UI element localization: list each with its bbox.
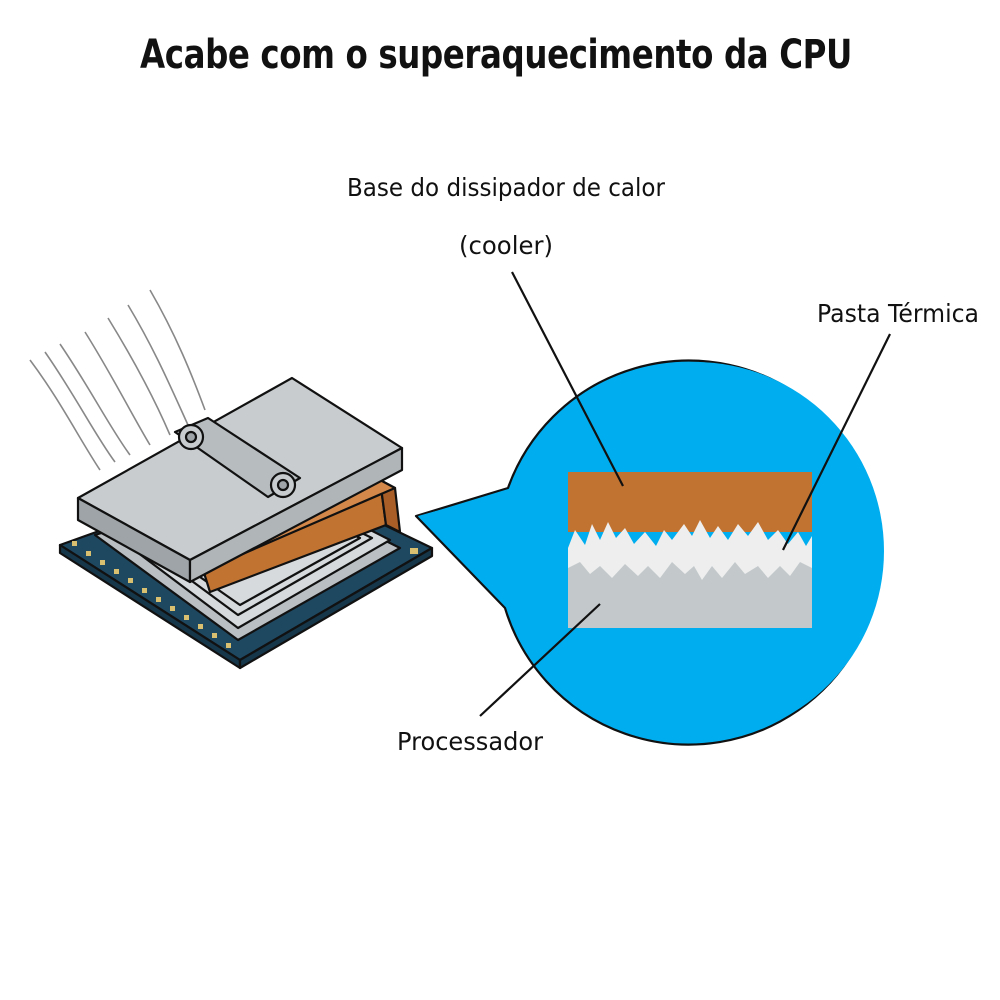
thermal-paste-layer xyxy=(568,520,812,580)
cpu-cooler-illustration xyxy=(29,289,434,670)
page-title: Acabe com o superaquecimento da CPU xyxy=(140,32,852,78)
cross-section xyxy=(568,472,812,628)
heatsink-plate xyxy=(76,376,404,584)
callout-lines xyxy=(479,271,891,717)
copper-layer xyxy=(568,472,812,532)
heatsink-callout-line xyxy=(511,271,624,487)
paste-callout-line xyxy=(782,333,891,551)
paste-label: Pasta Térmica xyxy=(817,299,979,328)
heatsink-label-line2: (cooler) xyxy=(459,231,553,260)
zoom-bubble xyxy=(414,359,884,746)
processor-label: Processador xyxy=(397,727,544,756)
heatsink-label-line1: Base do dissipador de calor xyxy=(347,173,666,202)
heat-pipe-icon xyxy=(29,289,206,471)
processor-callout-line xyxy=(479,603,601,717)
